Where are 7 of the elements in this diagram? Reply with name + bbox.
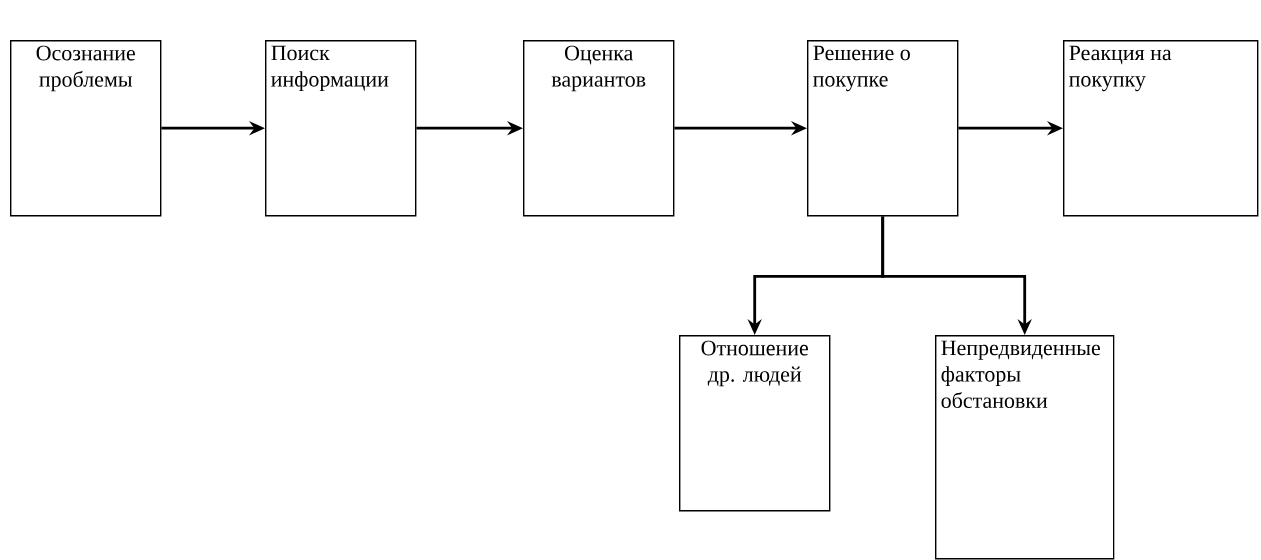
process-box: Отношение др. людей (679, 335, 831, 512)
process-box: Реакция на покупку (1063, 40, 1259, 217)
process-box: Оценка вариантов (523, 40, 675, 217)
process-box: Поиск информации (265, 40, 417, 217)
process-box: Решение о покупке (807, 40, 959, 217)
process-box: Непредвиденные факторы обстановки (935, 335, 1115, 560)
process-box: Осознание проблемы (10, 40, 162, 217)
